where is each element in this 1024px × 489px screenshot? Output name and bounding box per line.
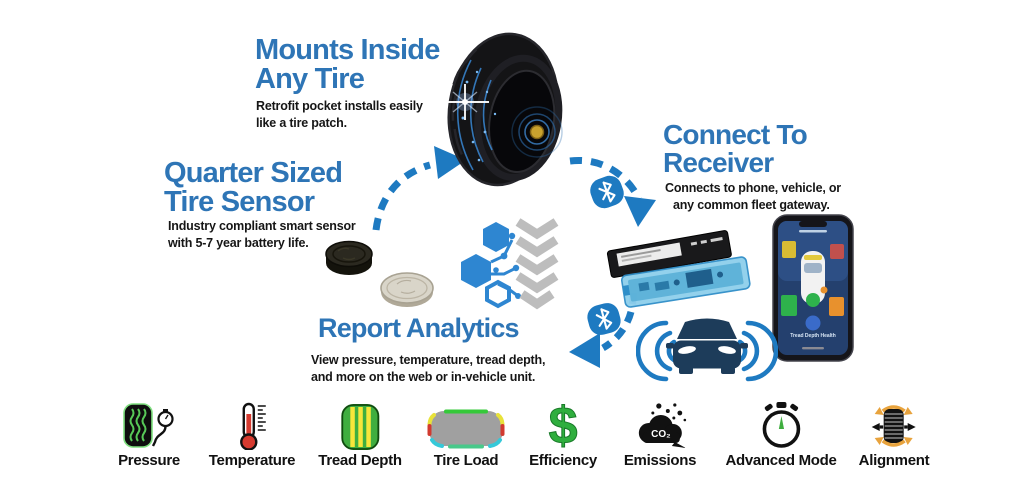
tire-pressure-gauge-icon [123,403,174,448]
connect-receiver-desc: Connects to phone, vehicle, or any commo… [665,180,841,213]
mounts-title-line2: Any Tire [255,63,365,95]
stopwatch-icon [762,402,800,448]
quarter-coin-image [380,272,434,307]
dollar-symbol: $ [549,400,578,450]
inner-sensor-icon [511,106,563,158]
feature-iconbox [338,400,382,450]
connect-desc-line1: Connects to phone, vehicle, or [665,181,841,195]
phone-app-title-bar [799,230,827,233]
dollar-sign-icon: $ [548,400,578,450]
feature-iconbox [866,400,922,450]
co2-label: CO₂ [651,429,670,440]
mounts-desc-line1: Retrofit pocket installs easily [256,99,423,113]
feature-iconbox: $ [543,400,583,450]
connect-title-line2: Receiver [663,147,774,178]
arrowhead-right-icon [434,146,466,179]
feature-label: Efficiency [529,452,597,469]
feature-temperature: Temperature [208,400,296,469]
feature-label: Alignment [858,452,930,469]
connect-desc-line2: any common fleet gateway. [673,197,830,212]
receiver-blue-unit [620,256,751,308]
circuit-tire-logo [461,218,559,310]
mounts-inside-title: Mounts Inside Any Tire [255,36,440,94]
feature-label: Temperature [208,452,296,469]
feature-label: Tread Depth [318,452,402,469]
phone-car-topview [801,251,828,307]
bluetooth-icon [587,303,621,335]
feature-emissions: CO₂ Emissions [624,400,696,469]
arrowhead-left-icon [569,333,600,368]
co2-cloud-icon: CO₂ [639,403,687,448]
report-desc-line2: and more on the web or in-vehicle unit. [311,369,536,384]
receiver-device-image [606,230,751,308]
arrowhead-down-icon [624,196,656,227]
mounts-title-line1: Mounts Inside [255,34,440,66]
wifi-arcs-left-icon [636,320,677,382]
phone-score-dot [805,315,821,331]
feature-label: Pressure [118,452,180,469]
report-analytics-title: Report Analytics [318,313,520,343]
feature-advanced-mode: Advanced Mode [725,400,837,469]
phone-tire-tiles [781,241,844,316]
logo-circuit-traces [490,239,519,298]
thermometer-icon [240,402,266,450]
feature-iconbox: CO₂ [630,400,690,450]
report-analytics-desc: View pressure, temperature, tread depth,… [311,352,545,385]
feature-iconbox [424,400,508,450]
feature-tread-depth: Tread Depth [318,400,402,469]
phone-notch [799,221,827,227]
connected-car-icon [636,318,778,382]
wifi-arcs-right-icon [737,320,778,382]
receiver-black-unit [606,230,732,278]
quarter-desc-line2: with 5-7 year battery life. [168,235,309,250]
report-desc-line1: View pressure, temperature, tread depth, [311,353,546,367]
quarter-sensor-title: Quarter Sized Tire Sensor [164,157,343,218]
glow-dots [461,70,497,162]
feature-iconbox [118,400,180,450]
feature-label: Tire Load [433,452,499,469]
mounts-desc-line2: like a tire patch. [256,115,347,130]
arrow-tire-to-receiver [569,156,643,201]
smart-tire-image [443,32,563,187]
connect-receiver-title: Connect To Receiver [663,119,808,178]
tire-load-heatmap-icon [427,409,505,449]
feature-pressure: Pressure [118,400,180,469]
mounts-inside-desc: Retrofit pocket installs easily like a t… [256,98,423,131]
feature-alignment: Alignment [859,400,930,469]
tread-depth-tire-icon [340,404,379,450]
feature-tire-load: Tire Load [424,400,508,469]
car-front-silhouette [666,318,748,374]
sparkle-icon [443,84,489,120]
bluetooth-icon [590,175,624,209]
connect-title-line1: Connect To [663,119,808,150]
feature-iconbox [755,400,807,450]
arrow-sensor-to-tire [372,161,432,231]
feature-label: Advanced Mode [725,452,837,469]
feature-efficiency: $ Efficiency [529,400,597,469]
quarter-sensor-desc: Industry compliant smart sensor with 5-7… [168,218,356,251]
phone-screen-title: Tread Depth Health [790,333,836,339]
tire-alignment-icon [871,405,916,447]
feature-label: Emissions [623,452,697,469]
quarter-title-line1: Quarter Sized [164,157,343,189]
phone-app-image: Tread Depth Health [772,214,854,362]
phone-home-indicator [802,347,824,350]
sensor-puck-image [325,240,373,275]
logo-tread-half [515,218,559,310]
feature-iconbox [233,400,271,450]
quarter-desc-line1: Industry compliant smart sensor [168,219,356,233]
logo-circuit-half [461,222,521,309]
circuit-glow [456,59,493,171]
quarter-title-line2: Tire Sensor [164,186,315,218]
